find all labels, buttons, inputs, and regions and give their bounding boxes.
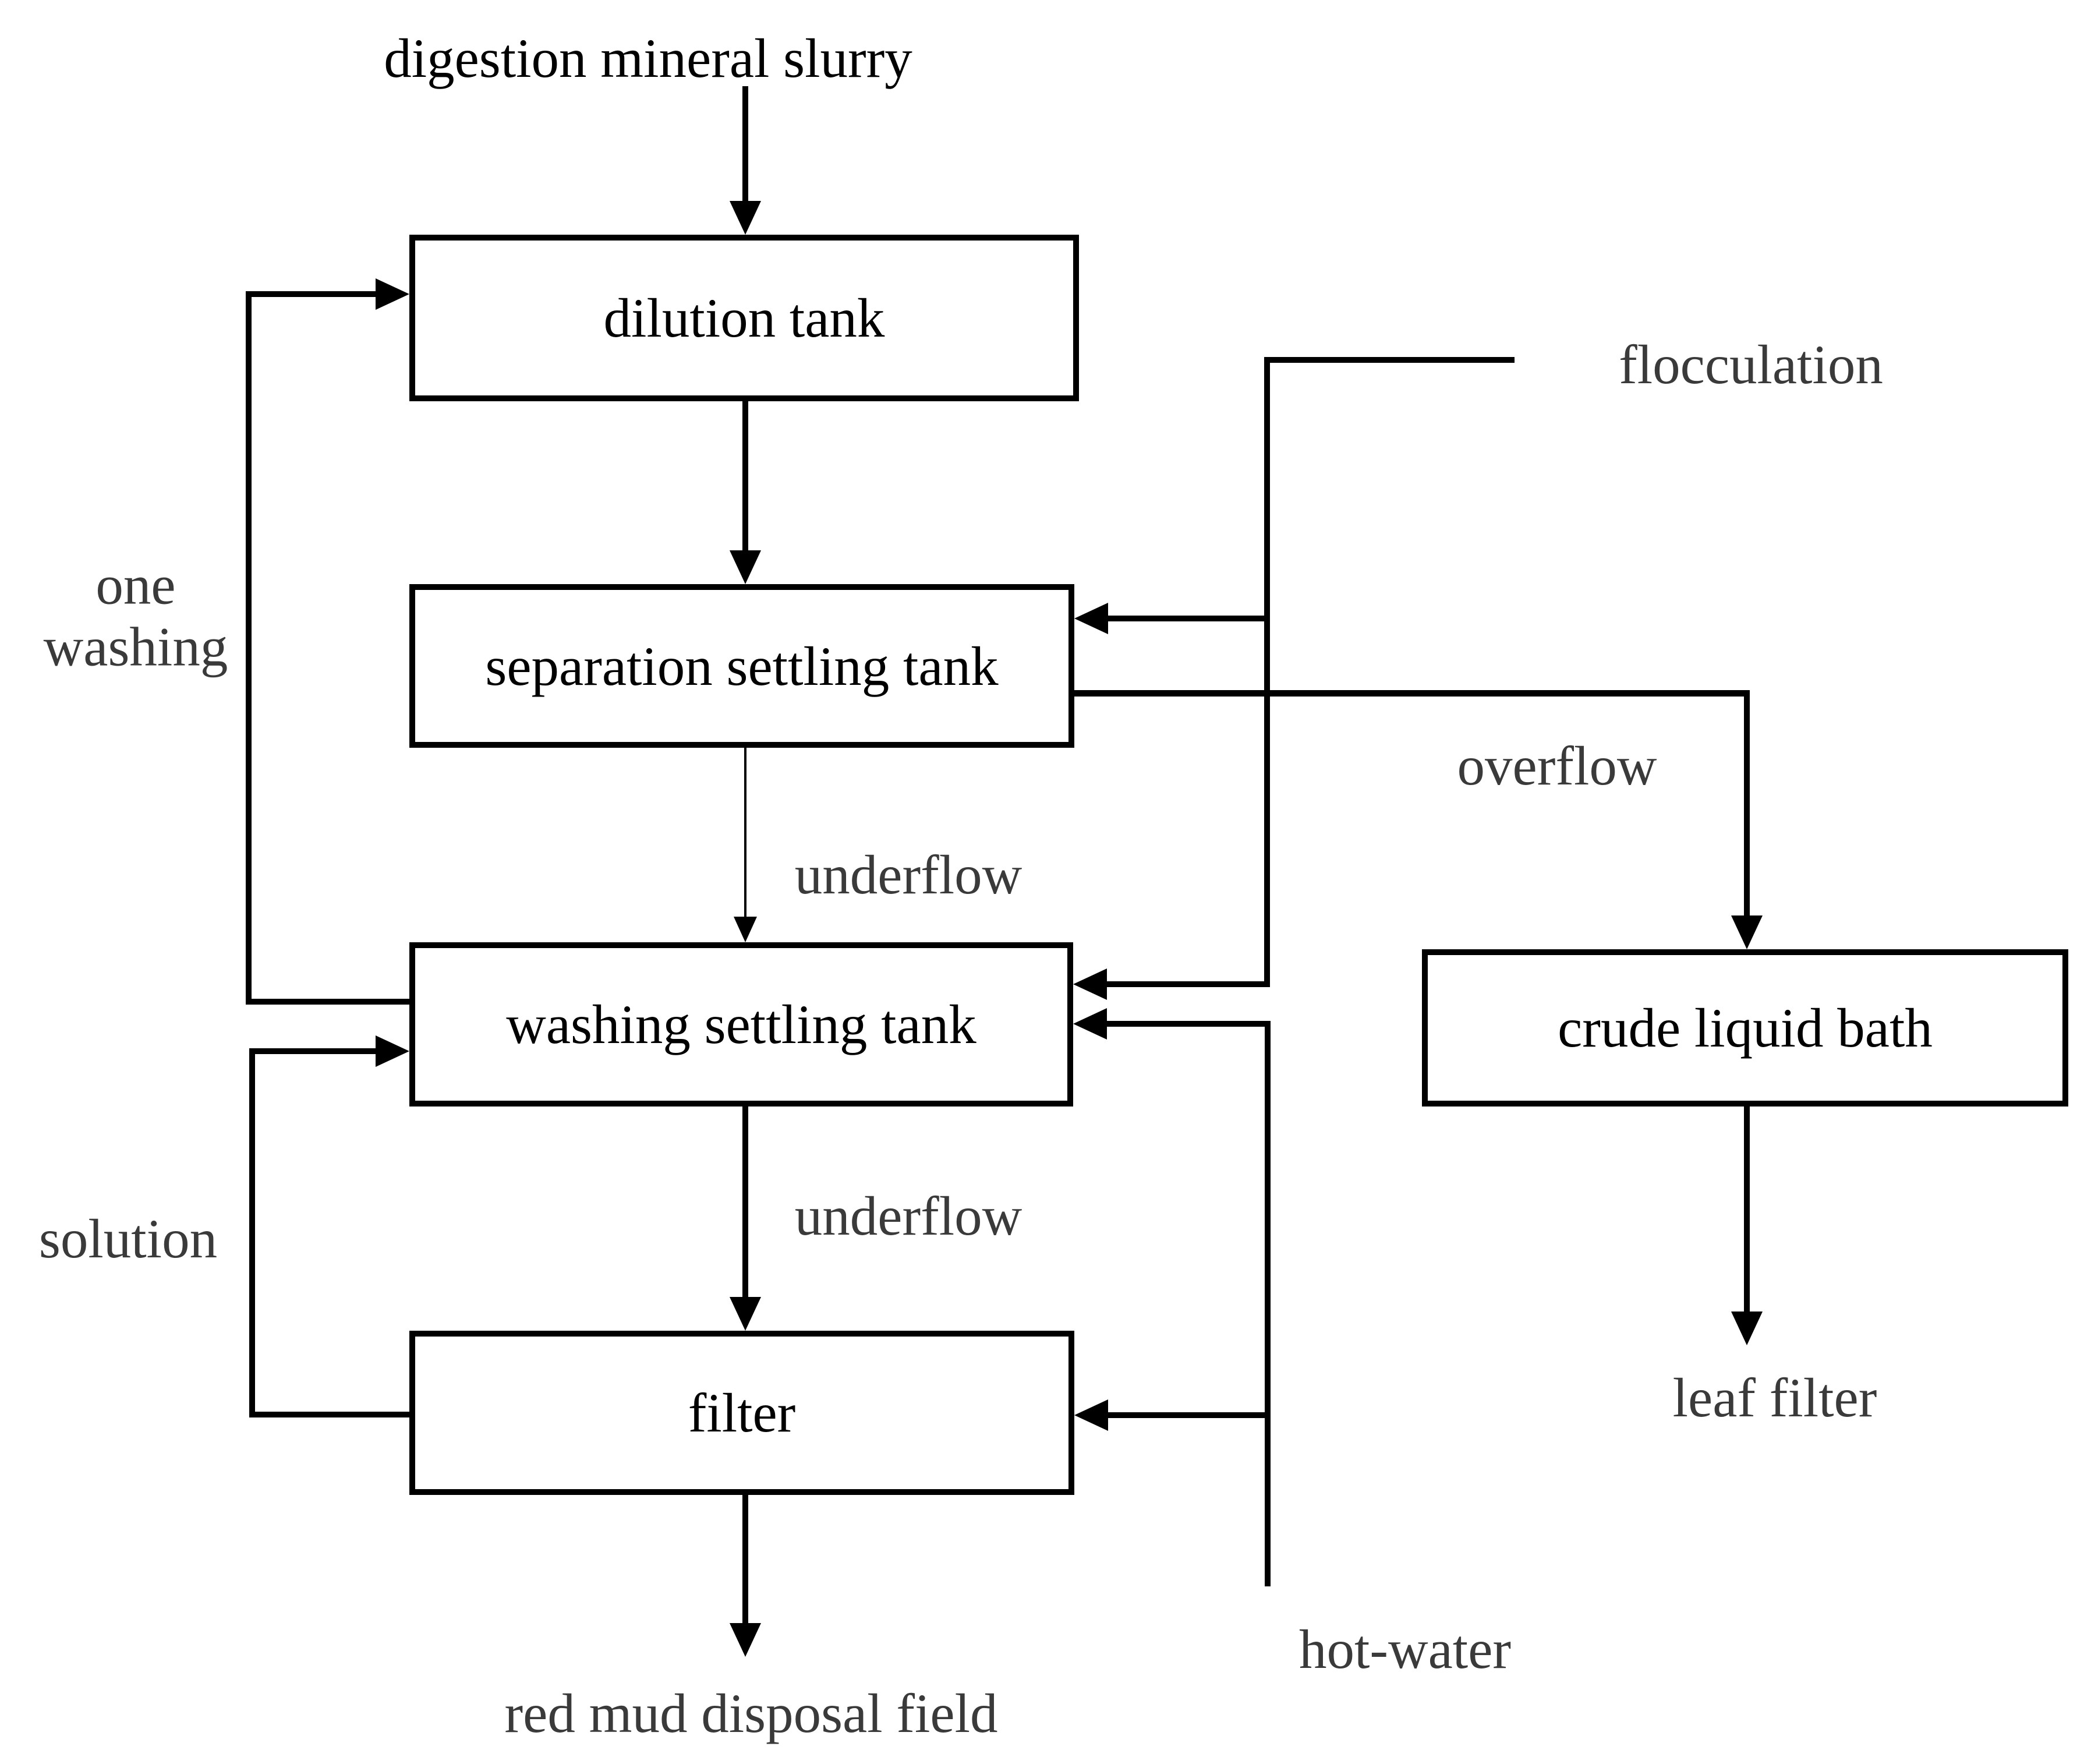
edge-one-washing-horizontal-bottom	[249, 999, 409, 1005]
label-underflow-2: underflow	[794, 1185, 1022, 1247]
edge-one-washing-horizontal-top	[252, 291, 376, 297]
arrowhead-into-washing-top	[734, 917, 757, 942]
edge-hot-water-to-filter-shaft	[1108, 1412, 1271, 1418]
label-overflow: overflow	[1457, 734, 1657, 797]
label-flocculation: flocculation	[1619, 333, 1883, 395]
label-solution: solution	[38, 1207, 218, 1270]
edge-flocculation-to-separation-shaft	[1108, 616, 1270, 621]
edge-bath-to-leaf-filter-shaft	[1744, 1107, 1750, 1311]
edge-solution-vertical	[249, 1048, 255, 1417]
label-one-washing-line2: washing	[43, 616, 228, 678]
edge-solution-horizontal-bottom	[252, 1412, 409, 1417]
edge-hot-water-vertical	[1265, 1021, 1271, 1586]
arrowhead-into-crude-liquid-bath-top	[1731, 915, 1763, 949]
arrowhead-into-filter-top	[730, 1297, 761, 1331]
edge-overflow-horizontal	[1074, 690, 1750, 697]
arrowhead-into-washing-right-upper	[1073, 968, 1107, 1000]
edge-washing-to-filter-underflow-shaft	[742, 1107, 748, 1297]
edge-flocculation-stub	[1264, 357, 1515, 363]
label-one-washing: one washing	[44, 554, 228, 678]
edge-hot-water-to-washing-shaft	[1107, 1021, 1271, 1027]
edge-dilution-to-separation-shaft	[742, 401, 748, 550]
label-one-washing-line1: one	[95, 554, 176, 616]
node-dilution-tank: dilution tank	[409, 235, 1079, 401]
arrowhead-into-washing-left	[376, 1035, 409, 1067]
node-washing-settling-tank: washing settling tank	[409, 942, 1073, 1107]
edge-slurry-to-dilution-shaft	[742, 86, 748, 201]
node-separation-settling-tank-label: separation settling tank	[485, 635, 999, 697]
arrowhead-into-separation-top	[730, 550, 761, 584]
arrowhead-into-washing-right-lower	[1073, 1008, 1107, 1040]
edge-filter-to-red-mud-shaft	[742, 1495, 748, 1623]
node-filter: filter	[409, 1331, 1074, 1495]
edge-one-washing-vertical	[246, 291, 252, 1005]
label-leaf-filter: leaf filter	[1672, 1366, 1877, 1429]
node-washing-settling-tank-label: washing settling tank	[506, 994, 976, 1055]
edge-solution-horizontal-top	[255, 1048, 376, 1054]
label-digestion-mineral-slurry: digestion mineral slurry	[384, 27, 912, 89]
arrowhead-to-red-mud	[730, 1623, 761, 1657]
arrowhead-into-dilution-top	[730, 201, 761, 235]
arrowhead-into-dilution-left	[376, 278, 409, 310]
arrowhead-into-filter-right	[1074, 1399, 1108, 1431]
node-crude-liquid-bath-label: crude liquid bath	[1558, 997, 1933, 1059]
arrowhead-into-separation-right	[1074, 603, 1108, 634]
edge-flocculation-to-washing-shaft	[1107, 981, 1270, 987]
label-underflow-1: underflow	[794, 843, 1022, 906]
edge-separation-to-washing-underflow-shaft	[744, 748, 746, 917]
node-crude-liquid-bath: crude liquid bath	[1422, 949, 2068, 1107]
arrowhead-to-leaf-filter	[1731, 1311, 1763, 1345]
node-dilution-tank-label: dilution tank	[603, 287, 885, 349]
node-filter-label: filter	[688, 1382, 796, 1444]
label-red-mud-disposal-field: red mud disposal field	[504, 1682, 998, 1744]
edge-overflow-vertical	[1744, 690, 1750, 915]
node-separation-settling-tank: separation settling tank	[409, 584, 1074, 748]
label-hot-water: hot-water	[1299, 1618, 1511, 1680]
edge-flocculation-vertical	[1264, 357, 1270, 984]
